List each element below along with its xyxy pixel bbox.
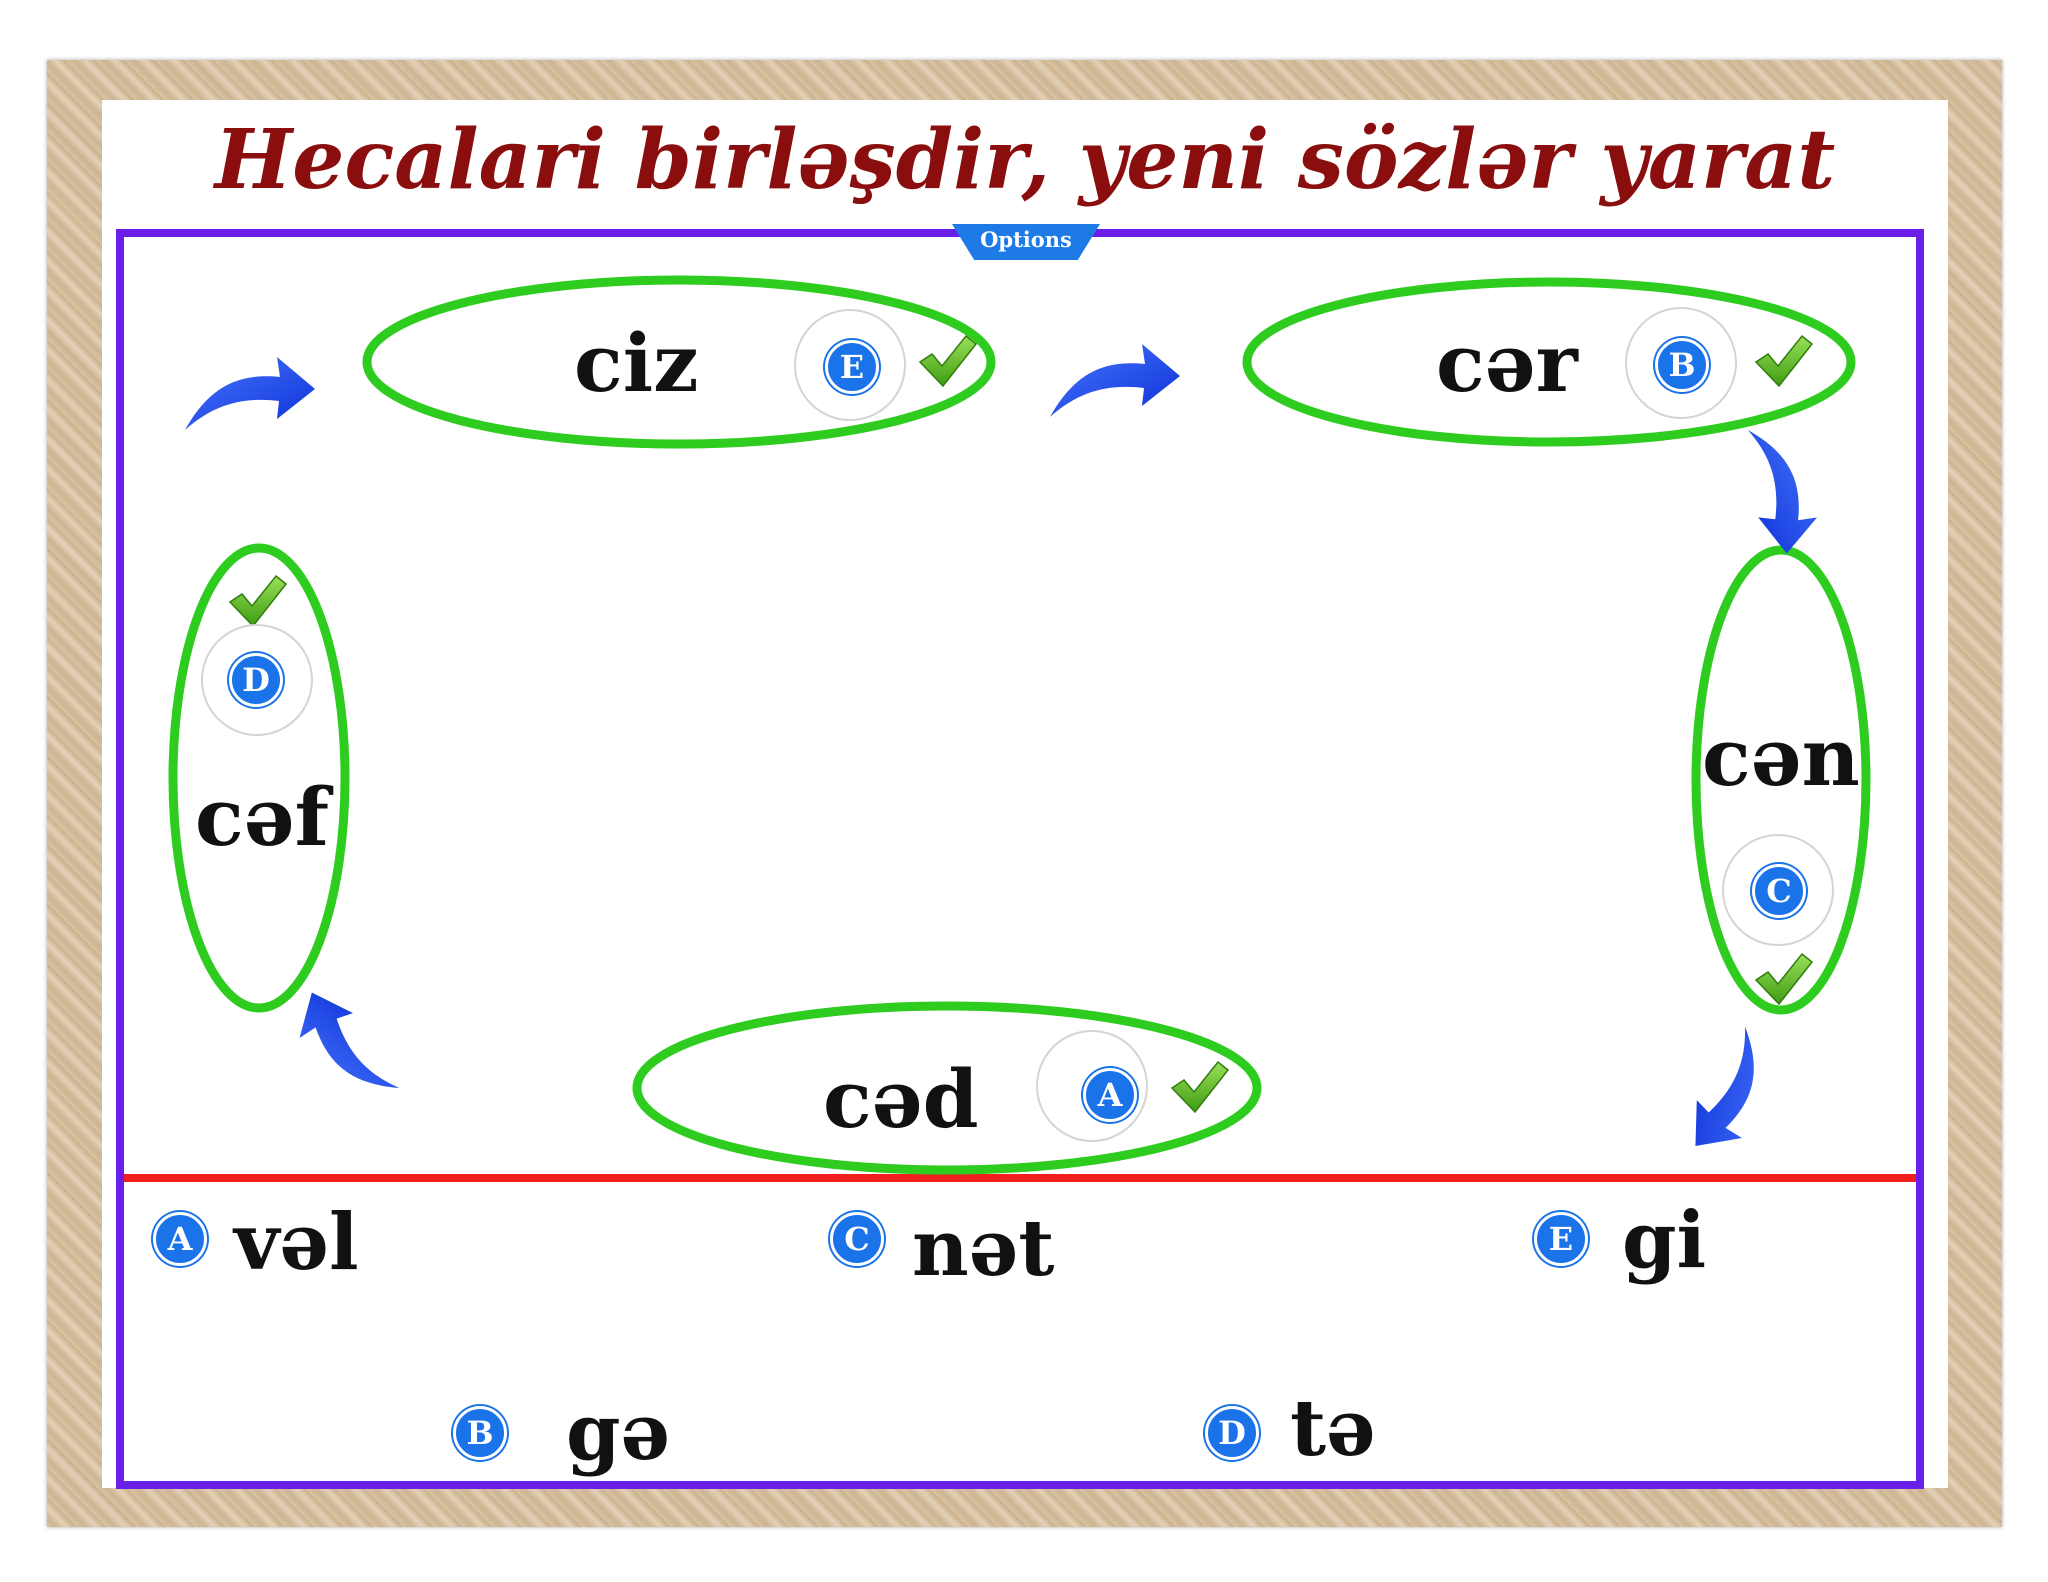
answer-slot-ciz[interactable] — [794, 309, 906, 421]
check-icon — [1168, 1058, 1230, 1116]
arrow-to-bottom — [1665, 1026, 1799, 1166]
divider-line — [124, 1174, 1916, 1182]
answer-badge-cen[interactable]: C — [1752, 864, 1806, 918]
arrow-to-cef — [284, 975, 400, 1118]
syllable-cef: cəf — [195, 770, 330, 864]
page-title: Hecalari birləşdir, yeni sözlər yarat — [214, 112, 1836, 208]
check-icon — [916, 332, 978, 390]
options-tab[interactable]: Options — [952, 224, 1100, 260]
option-badge-b[interactable]: B — [453, 1406, 507, 1460]
ellipse-ced — [632, 1001, 1262, 1175]
option-badge-e[interactable]: E — [1534, 1212, 1588, 1266]
check-icon — [1752, 950, 1814, 1008]
answer-badge-ced[interactable]: A — [1083, 1068, 1137, 1122]
syllable-ced: cəd — [823, 1052, 979, 1146]
option-net[interactable]: nət — [912, 1203, 1055, 1294]
syllable-cer: cər — [1436, 316, 1578, 410]
ellipse-cer — [1242, 277, 1856, 447]
option-val[interactable]: vəl — [234, 1197, 359, 1288]
syllable-cen: cən — [1702, 710, 1860, 804]
ellipse-cef — [168, 543, 350, 1013]
option-badge-c[interactable]: C — [830, 1212, 884, 1266]
option-te[interactable]: tə — [1290, 1383, 1376, 1474]
answer-badge-cef[interactable]: D — [229, 653, 283, 707]
syllable-ciz: ciz — [574, 316, 699, 410]
option-gi[interactable]: gi — [1622, 1195, 1707, 1286]
answer-badge-cer[interactable]: B — [1655, 338, 1709, 392]
ellipse-ciz — [362, 275, 996, 449]
check-icon — [1752, 332, 1814, 390]
answer-badge-ciz[interactable]: E — [825, 340, 879, 394]
option-badge-d[interactable]: D — [1205, 1406, 1259, 1460]
ellipse-cen — [1691, 545, 1871, 1015]
arrow-to-ciz — [185, 357, 315, 430]
arrow-to-cer — [1050, 344, 1180, 417]
check-icon — [226, 572, 288, 630]
option-badge-a[interactable]: A — [153, 1212, 207, 1266]
arrow-to-cen — [1747, 430, 1818, 554]
option-ge[interactable]: gə — [566, 1387, 671, 1478]
